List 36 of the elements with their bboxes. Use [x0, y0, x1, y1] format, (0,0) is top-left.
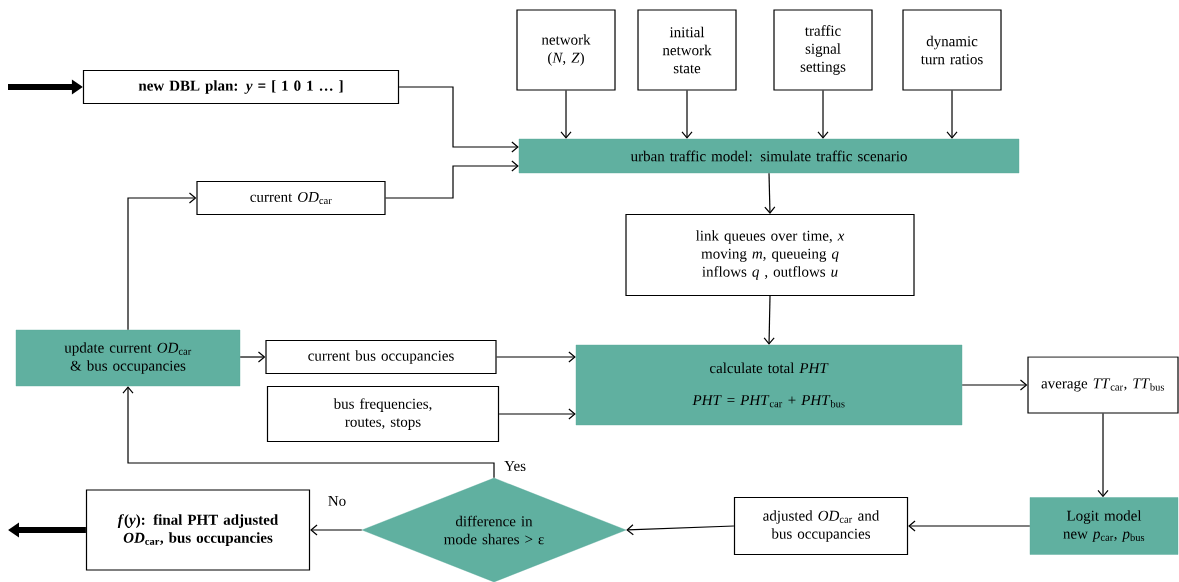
arrow [496, 351, 576, 363]
process-box: initial network state [637, 9, 737, 91]
arrow [817, 90, 829, 139]
process-box: f(y): final PHT adjusted OD$_{car}$, bus occupancies [85, 489, 311, 571]
arrow [961, 379, 1028, 391]
arrow [626, 524, 735, 536]
process-box: link queues over time, x moving m, queueing q inflows q , outflows u [625, 213, 915, 297]
edge-label: Yes [503, 460, 528, 472]
process-box: Logit model new p$_{car}$, p$_{bus}$ [1029, 497, 1179, 555]
arrow [908, 520, 1031, 532]
process-box: adjusted OD$_{car}$ and bus occupancies [733, 496, 909, 556]
process-box: average TT$_{car}$, TT$_{bus}$ [1027, 356, 1179, 414]
edge-label: No [326, 495, 348, 507]
arrow [681, 90, 693, 139]
process-box: dynamic turn ratios [902, 9, 1002, 91]
arrow [127, 192, 197, 331]
arrow [122, 386, 495, 479]
arrow [946, 90, 958, 139]
process-box: traffic signal settings [773, 9, 873, 91]
process-box: current bus occupancies [265, 339, 497, 375]
arrow [763, 295, 775, 345]
arrow [239, 351, 266, 363]
process-box: urban traffic model: simulate traffic scenario [518, 138, 1020, 174]
arrow [560, 90, 572, 139]
arrow [398, 86, 519, 153]
process-box: bus frequencies, routes, stops [266, 385, 500, 443]
arrow [1097, 413, 1109, 498]
arrow [498, 408, 576, 420]
arrow [764, 172, 776, 214]
arrow [310, 524, 363, 536]
arrow [385, 160, 519, 199]
process-box: new DBL plan: y = [ 1 0 1 … ] [82, 69, 400, 105]
process-box: current OD$_{car}$ [196, 180, 386, 216]
process-box: update current OD$_{car}$ & bus occupancies [15, 329, 241, 387]
process-box: calculate total PHT PHT = PHT$_{car}$ + PHT$_{bus}$ [575, 344, 963, 426]
process-box: network (N, Z) [516, 9, 616, 91]
